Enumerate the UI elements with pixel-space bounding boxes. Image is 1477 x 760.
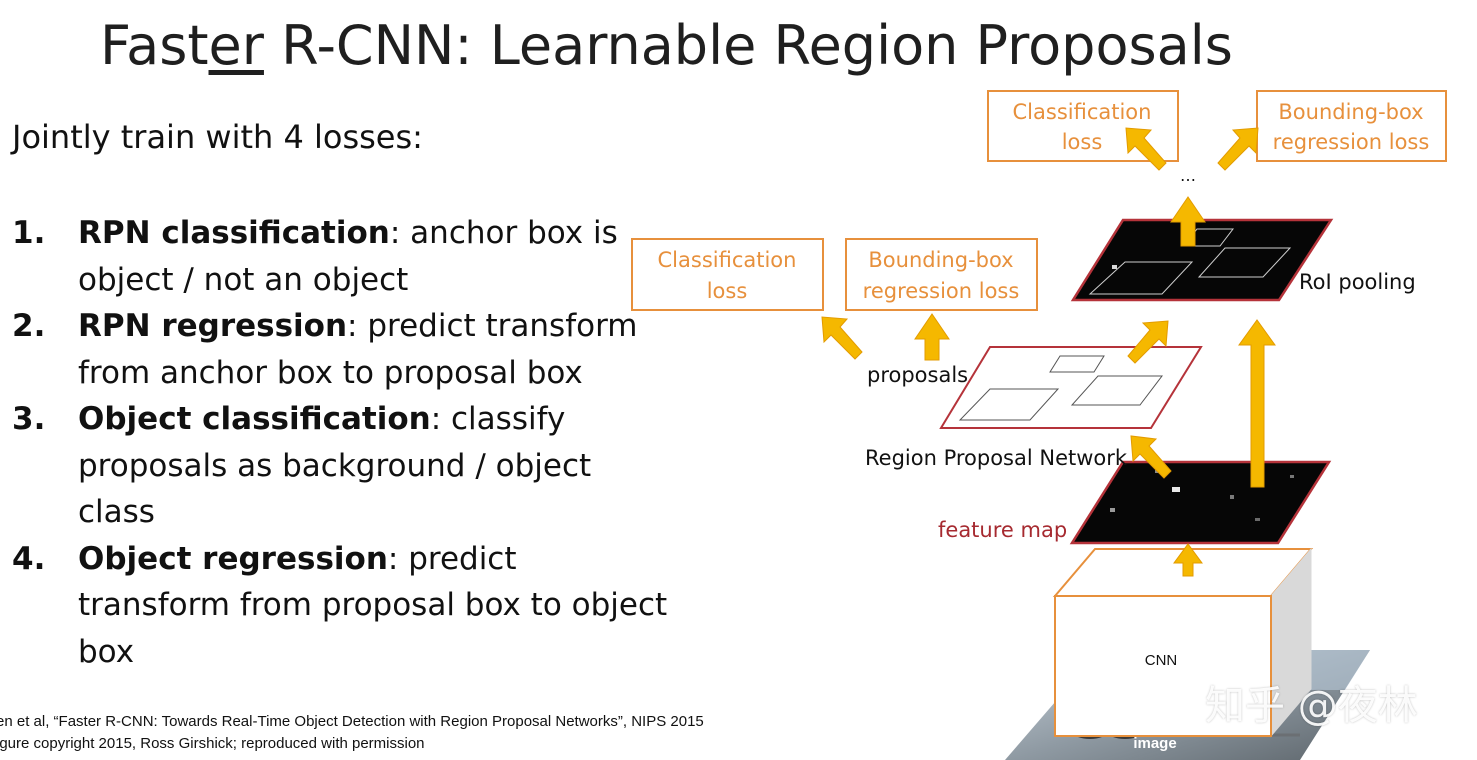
title-post: R-CNN: Learnable Region Proposals <box>263 14 1233 77</box>
loss-list: 1. RPN classification: anchor box is obje… <box>12 210 672 675</box>
proposals-label: proposals <box>867 363 968 387</box>
svg-text:regression loss: regression loss <box>863 279 1020 303</box>
svg-text:Classification: Classification <box>1013 100 1152 124</box>
arrows <box>821 127 1276 577</box>
zhihu-watermark: 知乎 @夜林 <box>1205 683 1418 729</box>
roi-pooling-layer <box>1070 218 1334 302</box>
arrow-to-top-cls-loss <box>1125 127 1167 171</box>
svg-text:Bounding-box: Bounding-box <box>1278 100 1423 124</box>
loss-desc: : predict transform from anchor box to p… <box>78 308 638 391</box>
loss-item-1: 1. RPN classification: anchor box is obje… <box>12 210 672 303</box>
svg-text:loss: loss <box>707 279 748 303</box>
svg-text:loss: loss <box>1062 130 1103 154</box>
loss-item-4: 4. Object regression: predict transform f… <box>12 536 672 676</box>
loss-number: 3. <box>12 401 46 437</box>
title-pre: Fast <box>100 14 209 77</box>
arrow-roi-up <box>1170 196 1206 247</box>
arrow-feature-map-up-to-roi <box>1238 319 1276 488</box>
svg-text:Classification: Classification <box>658 248 797 272</box>
loss-item-2: 2. RPN regression: predict transform from… <box>12 303 672 396</box>
svg-text:regression loss: regression loss <box>1273 130 1430 154</box>
loss-number: 4. <box>12 540 46 577</box>
loss-term: Object regression <box>78 540 388 577</box>
loss-term: Object classification <box>78 401 431 437</box>
rpn-bbox-regression-loss-box: Bounding-box regression loss <box>845 238 1038 311</box>
citation-line-1: en et al, “Faster R-CNN: Towards Real-Ti… <box>0 713 704 730</box>
arrow-proposals-to-rpn-bbox-loss <box>914 313 950 361</box>
feature-map-label: feature map <box>938 518 1067 542</box>
top-bbox-regression-loss-box: Bounding-box regression loss <box>1256 90 1447 162</box>
arrow-proposals-to-roi <box>1127 320 1169 364</box>
arrow-to-top-bbox-loss <box>1217 127 1259 171</box>
roi-pooling-label: RoI pooling <box>1299 270 1416 294</box>
loss-desc: : anchor box is object / not an object <box>78 215 618 298</box>
loss-term: RPN regression <box>78 308 348 344</box>
citation-line-2: igure copyright 2015, Ross Girshick; rep… <box>0 735 425 752</box>
title-underlined: er <box>208 14 264 77</box>
arrow-proposals-to-rpn-cls-loss <box>821 316 863 360</box>
rpn-label: Region Proposal Network <box>865 446 1128 470</box>
feature-map-layer <box>1069 460 1332 545</box>
arrow-cnn-to-feature-map <box>1173 543 1203 577</box>
arrow-rpn-to-proposals <box>1130 435 1172 479</box>
loss-desc: : classify proposals as background / obj… <box>78 401 592 530</box>
loss-number: 1. <box>12 215 46 251</box>
ellipsis-label: … <box>1180 166 1196 185</box>
intro-text: Jointly train with 4 losses: <box>12 118 423 156</box>
cnn-label: CNN <box>1145 652 1178 669</box>
svg-text:Bounding-box: Bounding-box <box>868 248 1013 272</box>
slide-title: Faster R-CNN: Learnable Region Proposals <box>100 14 1233 77</box>
cnn-block: CNN <box>1052 547 1314 738</box>
proposals-layer <box>939 346 1203 429</box>
loss-desc: : predict transform from proposal box to… <box>78 540 668 670</box>
loss-item-3: 3. Object classification: classify propos… <box>12 396 672 536</box>
loss-term: RPN classification <box>78 215 390 251</box>
image-label: image <box>1133 735 1176 752</box>
rpn-classification-loss-box: Classification loss <box>631 238 824 311</box>
loss-number: 2. <box>12 308 46 344</box>
